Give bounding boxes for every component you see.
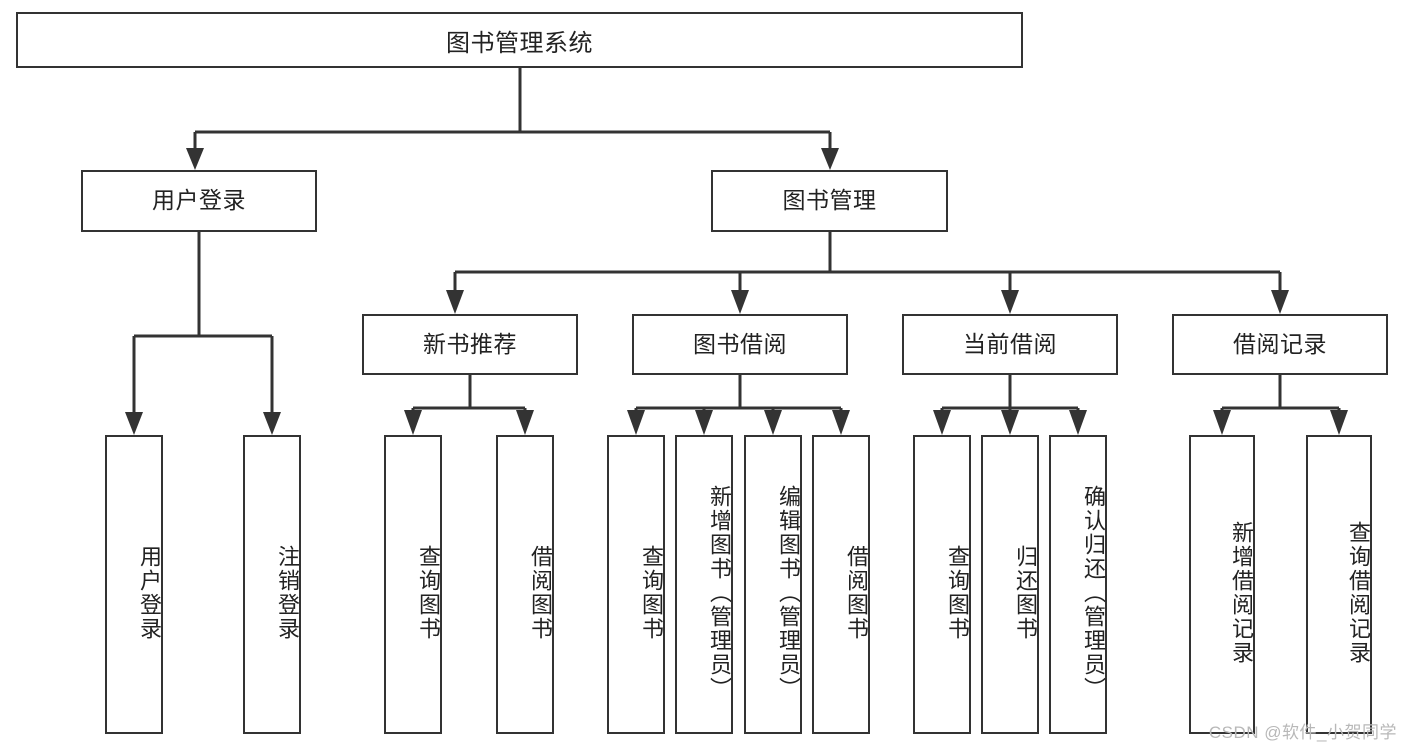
csdn-watermark: CSDN @软件_小贺同学 — [1208, 723, 1397, 742]
leaf-label: 查询图书 — [945, 544, 970, 641]
node-book-borrow[interactable]: 图书借阅 — [632, 314, 848, 375]
leaf-label: 查询图书 — [639, 544, 664, 641]
leaf-add-book-admin[interactable]: 新增图书（管理员） — [675, 435, 733, 734]
node-user-login[interactable]: 用户登录 — [81, 170, 317, 232]
leaf-label: 查询图书 — [416, 544, 441, 641]
node-borrow-records[interactable]: 借阅记录 — [1172, 314, 1388, 375]
leaf-label: 编辑图书（管理员） — [776, 484, 801, 701]
node-new-book-recommend[interactable]: 新书推荐 — [362, 314, 578, 375]
leaf-label: 用户登录 — [137, 544, 162, 641]
node-book-management[interactable]: 图书管理 — [711, 170, 948, 232]
leaf-add-borrow-record[interactable]: 新增借阅记录 — [1189, 435, 1255, 734]
leaf-query-books-recommend[interactable]: 查询图书 — [384, 435, 442, 734]
leaf-label: 归还图书 — [1013, 544, 1038, 641]
leaf-label: 借阅图书 — [528, 544, 553, 641]
leaf-label: 新增图书（管理员） — [707, 484, 732, 701]
leaf-logout[interactable]: 注销登录 — [243, 435, 301, 734]
node-root-system[interactable]: 图书管理系统 — [16, 12, 1023, 68]
node-current-borrow[interactable]: 当前借阅 — [902, 314, 1118, 375]
leaf-borrow-books-recommend[interactable]: 借阅图书 — [496, 435, 554, 734]
leaf-label: 查询借阅记录 — [1346, 520, 1371, 665]
leaf-query-books-current[interactable]: 查询图书 — [913, 435, 971, 734]
leaf-label: 注销登录 — [275, 544, 300, 641]
leaf-confirm-return-admin[interactable]: 确认归还（管理员） — [1049, 435, 1107, 734]
leaf-edit-book-admin[interactable]: 编辑图书（管理员） — [744, 435, 802, 734]
leaf-label: 借阅图书 — [844, 544, 869, 641]
leaf-user-login[interactable]: 用户登录 — [105, 435, 163, 734]
leaf-label: 新增借阅记录 — [1229, 520, 1254, 665]
leaf-return-books[interactable]: 归还图书 — [981, 435, 1039, 734]
leaf-borrow-books-borrow[interactable]: 借阅图书 — [812, 435, 870, 734]
leaf-label: 确认归还（管理员） — [1081, 484, 1106, 701]
leaf-query-borrow-record[interactable]: 查询借阅记录 — [1306, 435, 1372, 734]
leaf-query-books-borrow[interactable]: 查询图书 — [607, 435, 665, 734]
